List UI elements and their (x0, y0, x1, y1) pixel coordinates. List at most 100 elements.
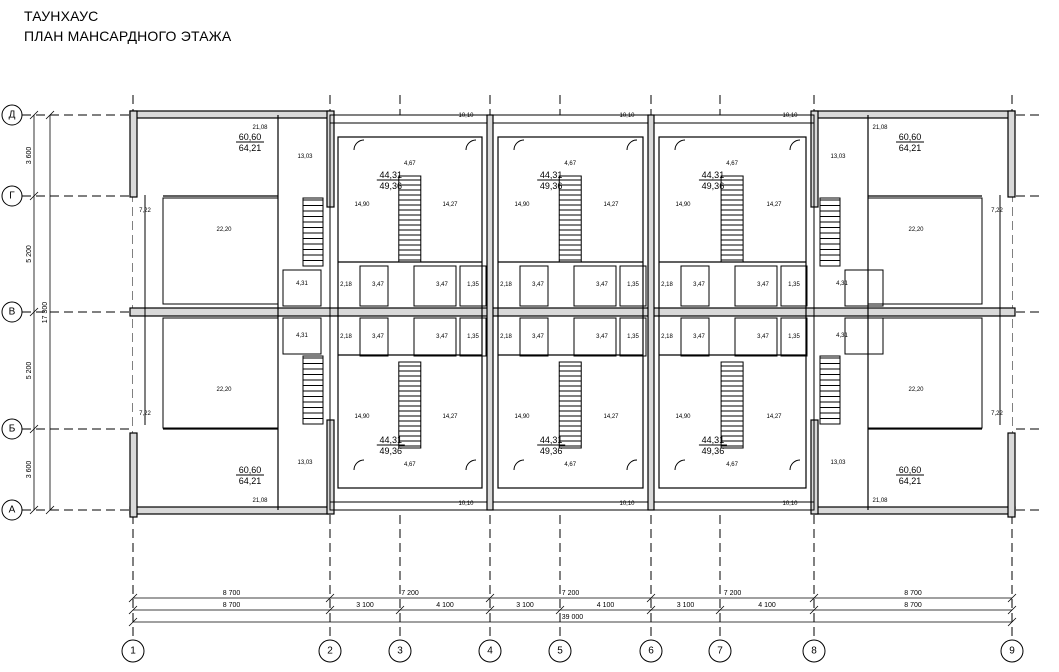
room-area: 22,20 (908, 227, 924, 233)
bedroom-lower (867, 317, 983, 429)
party-wall (647, 114, 655, 511)
exterior-wall (129, 110, 331, 119)
unit-gross-area: 64,21 (899, 143, 922, 153)
exterior-wall (129, 432, 138, 518)
room-area: 14,90 (354, 202, 370, 208)
dimension-tick (555, 605, 565, 615)
room-area: 4,67 (564, 462, 576, 468)
room-area: 4,67 (564, 161, 576, 167)
room-area: 3,47 (693, 334, 705, 340)
bathroom (780, 317, 808, 357)
room-area: 21,08 (252, 125, 268, 131)
axis-bubble (1000, 639, 1024, 663)
bathroom (519, 317, 549, 357)
end-unit-stair (819, 197, 841, 425)
end-unit-right: 60,6064,2160,6064,2121,0821,0813,0313,03… (819, 115, 1003, 510)
dimension-label: 3 100 (356, 602, 374, 609)
unit-gross-area: 49,36 (540, 181, 563, 191)
unit-gross-area: 64,21 (899, 476, 922, 486)
axis-bubble (1, 301, 23, 323)
door-swing (513, 139, 525, 151)
dimension-tick (1007, 593, 1017, 603)
dimension-tick (45, 505, 55, 515)
bathroom-upper (282, 269, 322, 307)
door-swing (674, 459, 686, 471)
room-area: 7,22 (991, 208, 1003, 214)
room-area: 14,27 (603, 414, 619, 420)
room-area: 10,10 (619, 501, 635, 507)
axis-bubble-label: В (9, 307, 16, 318)
room-area: 21,08 (872, 125, 888, 131)
door-swing (789, 139, 801, 151)
axis-marker-7: 7 (708, 639, 732, 663)
stair-outline (720, 361, 744, 449)
room-area: 14,90 (675, 202, 691, 208)
room-area: 14,27 (766, 414, 782, 420)
stair-outline (398, 175, 422, 263)
room-area: 1,35 (467, 282, 479, 288)
unit-gross-area: 49,36 (702, 181, 725, 191)
bathroom (459, 265, 487, 307)
middle-units-outline (329, 114, 815, 511)
axis-marker-6: 6 (639, 639, 663, 663)
dimension-label: 8 700 (904, 590, 922, 597)
dimension-tick (29, 424, 39, 434)
unit-total-area: 44,31 (540, 435, 563, 445)
unit-total-area: 60,60 (239, 132, 262, 142)
middle-unit-stair (720, 175, 744, 449)
room-area: 14,27 (442, 414, 458, 420)
door-swing (465, 139, 477, 151)
axis-bubble-label: 4 (487, 646, 493, 657)
room-area: 14,27 (603, 202, 619, 208)
room-area: 4,31 (836, 333, 848, 339)
room-area: 1,35 (627, 282, 639, 288)
room-area: 3,47 (693, 282, 705, 288)
room-area: 7,22 (991, 411, 1003, 417)
exterior-wall (813, 110, 1016, 119)
room-area: 3,47 (596, 282, 608, 288)
stair-outline (558, 175, 582, 263)
middle-unit-areas: 44,3149,3644,3149,364,674,6714,9014,9014… (661, 113, 800, 507)
room-area: 14,90 (514, 414, 530, 420)
room-area: 2,18 (340, 282, 352, 288)
unit-inner-outline (497, 136, 644, 489)
dimension-label: 4 100 (758, 602, 776, 609)
stair-outline (302, 355, 324, 425)
room-area: 22,20 (216, 227, 232, 233)
dimension-tick (1007, 617, 1017, 627)
axis-bubble-label: 5 (557, 646, 563, 657)
room-area: 10,10 (458, 113, 474, 119)
bathroom (519, 265, 549, 307)
axis-bubble (478, 639, 502, 663)
exterior-wall (813, 506, 1016, 515)
dimension-tick (325, 593, 335, 603)
room-area: 14,90 (675, 414, 691, 420)
room-area: 2,18 (340, 334, 352, 340)
axis-bubble (1, 104, 23, 126)
exterior-wall (129, 307, 1016, 317)
unit-gross-area: 49,36 (380, 446, 403, 456)
bathroom (413, 317, 457, 357)
dimension-tick (809, 593, 819, 603)
room-area: 10,10 (782, 113, 798, 119)
room-area: 4,31 (296, 333, 308, 339)
unit-gross-area: 64,21 (239, 143, 262, 153)
dimension-label: 8 700 (223, 590, 241, 597)
middle-unit-3: 44,3149,3644,3149,364,674,6714,9014,9014… (658, 113, 808, 507)
bathroom-lower (844, 317, 884, 355)
axis-bubble (1, 185, 23, 207)
door-swing (465, 459, 477, 471)
room-area: 14,90 (354, 414, 370, 420)
room-area: 1,35 (627, 334, 639, 340)
stair-outline (302, 197, 324, 267)
exterior-wall (129, 110, 138, 198)
stair-outline (819, 197, 841, 267)
unit-total-area: 60,60 (899, 465, 922, 475)
dimension-tick (325, 605, 335, 615)
room-area: 3,47 (436, 282, 448, 288)
axis-bubble-label: 3 (397, 646, 403, 657)
